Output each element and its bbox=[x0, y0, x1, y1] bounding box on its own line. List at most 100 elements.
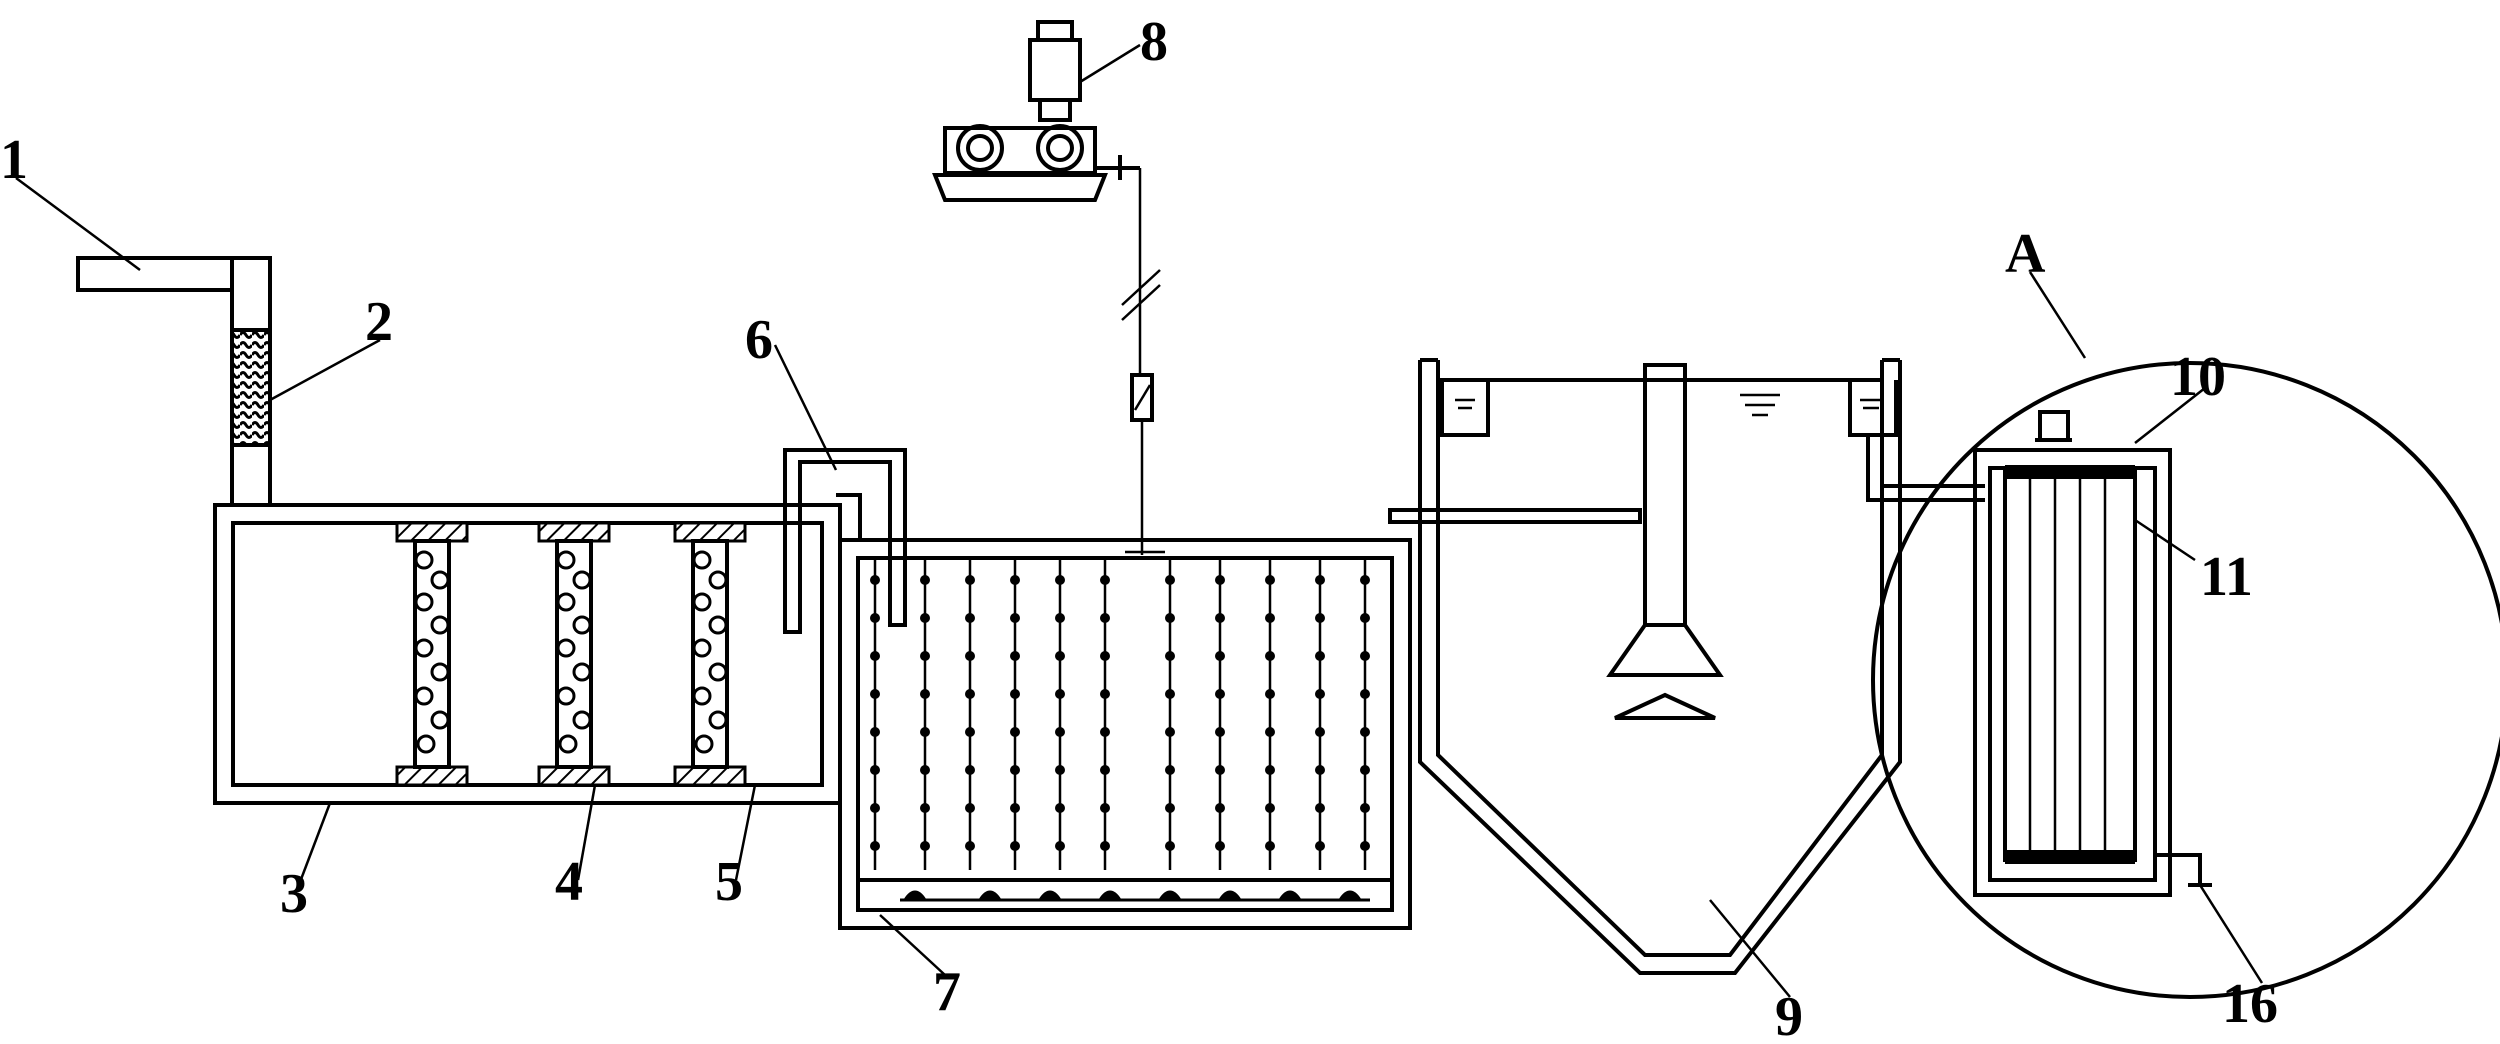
label-2: 2 bbox=[365, 291, 393, 353]
carrier-bead bbox=[1165, 651, 1175, 661]
drain-valve bbox=[2155, 853, 2212, 887]
carrier-bead bbox=[1265, 803, 1275, 813]
leader-lines bbox=[15, 43, 2264, 998]
carrier-bead bbox=[1265, 651, 1275, 661]
diffuser-head bbox=[1277, 890, 1303, 902]
carrier-bead bbox=[1165, 613, 1175, 623]
carrier-bead bbox=[1010, 841, 1020, 851]
carrier-bead bbox=[1360, 651, 1370, 661]
carrier-bead bbox=[870, 651, 880, 661]
sedimentation-tank bbox=[1388, 358, 1902, 975]
carrier-bead bbox=[965, 613, 975, 623]
carrier-bead bbox=[920, 651, 930, 661]
carrier-bead bbox=[965, 575, 975, 585]
pipe-coupling bbox=[230, 328, 272, 447]
carrier-bead bbox=[1055, 689, 1065, 699]
carrier-bead bbox=[870, 765, 880, 775]
carrier-bead bbox=[1360, 841, 1370, 851]
carrier-bead bbox=[1360, 575, 1370, 585]
membrane-strings bbox=[870, 560, 1370, 870]
carrier-bead bbox=[1215, 803, 1225, 813]
carrier-bead bbox=[1360, 765, 1370, 775]
carrier-bead bbox=[1010, 575, 1020, 585]
carrier-bead bbox=[1360, 689, 1370, 699]
center-well bbox=[1606, 363, 1724, 720]
carrier-bead bbox=[1265, 841, 1275, 851]
carrier-bead bbox=[1055, 765, 1065, 775]
carrier-bead bbox=[870, 727, 880, 737]
carrier-bead bbox=[965, 689, 975, 699]
carrier-bead bbox=[1055, 651, 1065, 661]
carrier-bead bbox=[920, 765, 930, 775]
label-5: 5 bbox=[715, 851, 743, 913]
carrier-bead bbox=[1100, 803, 1110, 813]
weir-trough-right bbox=[1848, 380, 1898, 437]
carrier-bead bbox=[870, 803, 880, 813]
carrier-bead bbox=[1165, 727, 1175, 737]
carrier-bead bbox=[965, 765, 975, 775]
weir-trough-left bbox=[1440, 380, 1490, 437]
diffuser-head bbox=[1097, 890, 1123, 902]
diffuser-head bbox=[977, 890, 1003, 902]
carrier-bead bbox=[1100, 689, 1110, 699]
label-A: A bbox=[2005, 223, 2046, 285]
carrier-bead bbox=[1315, 613, 1325, 623]
carrier-bead bbox=[1100, 841, 1110, 851]
carrier-bead bbox=[1315, 689, 1325, 699]
carrier-bead bbox=[965, 841, 975, 851]
carrier-bead bbox=[1055, 575, 1065, 585]
label-9: 9 bbox=[1775, 986, 1803, 1044]
dosing-line bbox=[1121, 168, 1165, 555]
label-3: 3 bbox=[280, 863, 308, 925]
label-10: 10 bbox=[2170, 346, 2226, 408]
carrier-bead bbox=[1010, 803, 1020, 813]
carrier-bead bbox=[1215, 765, 1225, 775]
carrier-bead bbox=[1055, 841, 1065, 851]
carrier-bead bbox=[1265, 765, 1275, 775]
diffuser-head bbox=[1217, 890, 1243, 902]
pretreatment-tank bbox=[213, 503, 842, 805]
carrier-bead bbox=[1010, 727, 1020, 737]
diffuser-head bbox=[1037, 890, 1063, 902]
carrier-bead bbox=[1315, 651, 1325, 661]
carrier-bead bbox=[870, 613, 880, 623]
diffuser-head bbox=[1157, 890, 1183, 902]
labels: 1 2 3 4 5 6 7 8 9 10 11 16 A bbox=[0, 11, 2278, 1044]
carrier-bead bbox=[920, 575, 930, 585]
aeration-diffusers bbox=[900, 890, 1370, 902]
carrier-bead bbox=[1010, 613, 1020, 623]
carrier-bead bbox=[870, 575, 880, 585]
carrier-bead bbox=[1055, 613, 1065, 623]
filter-media-fill bbox=[414, 550, 728, 754]
carrier-bead bbox=[1055, 803, 1065, 813]
carrier-bead bbox=[1215, 727, 1225, 737]
carrier-bead bbox=[1265, 727, 1275, 737]
carrier-bead bbox=[1360, 613, 1370, 623]
carrier-bead bbox=[1010, 765, 1020, 775]
carrier-bead bbox=[920, 613, 930, 623]
label-6: 6 bbox=[745, 309, 773, 371]
carrier-bead bbox=[965, 803, 975, 813]
dosing-pump bbox=[932, 20, 1140, 202]
label-16: 16 bbox=[2222, 973, 2278, 1035]
carrier-bead bbox=[1055, 727, 1065, 737]
carrier-bead bbox=[870, 689, 880, 699]
carrier-bead bbox=[920, 689, 930, 699]
carrier-bead bbox=[1215, 651, 1225, 661]
carrier-bead bbox=[1100, 651, 1110, 661]
carrier-bead bbox=[1010, 689, 1020, 699]
carrier-bead bbox=[1215, 689, 1225, 699]
carrier-bead bbox=[1360, 803, 1370, 813]
carrier-bead bbox=[1215, 613, 1225, 623]
aeration-tank bbox=[838, 538, 1412, 930]
label-7: 7 bbox=[933, 961, 961, 1023]
diffuser-head bbox=[902, 890, 928, 902]
carrier-bead bbox=[1165, 765, 1175, 775]
carrier-bead bbox=[1100, 575, 1110, 585]
carrier-bead bbox=[1215, 841, 1225, 851]
label-1: 1 bbox=[0, 129, 28, 191]
water-level-mark bbox=[1740, 393, 1780, 417]
carrier-bead bbox=[965, 651, 975, 661]
label-11: 11 bbox=[2200, 546, 2253, 608]
carrier-bead bbox=[1165, 575, 1175, 585]
